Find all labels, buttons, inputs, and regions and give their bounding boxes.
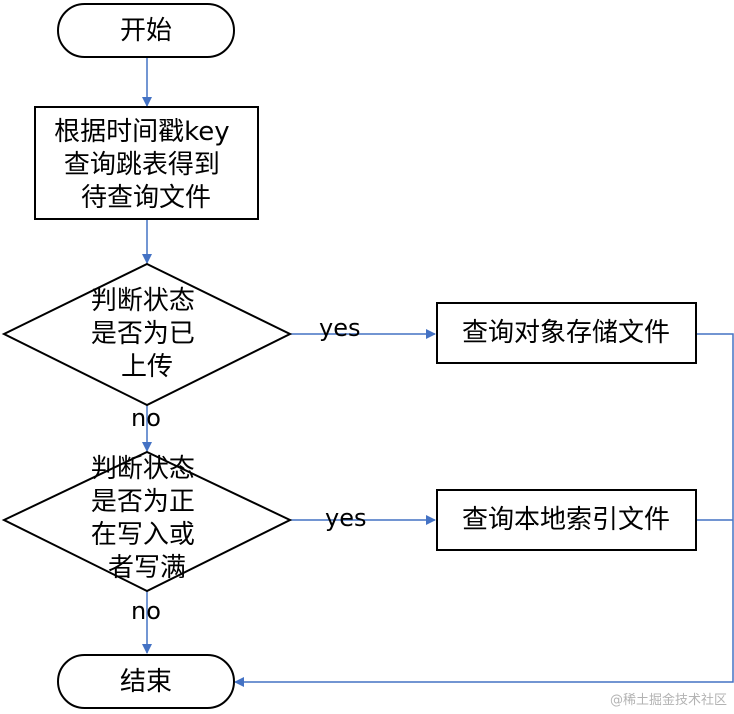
check-uploaded-line-3: 上传: [121, 352, 173, 382]
start-shape: [57, 3, 235, 58]
edge-label-yes-1: yes: [319, 314, 360, 342]
connectors: [142, 57, 734, 687]
lookup-label: 根据时间戳key 查询跳表得到 待查询文件: [54, 117, 238, 213]
lookup-label-line-1: 根据时间戳key: [54, 117, 230, 147]
check-uploaded-label: 判断状态 是否为已 上传: [91, 286, 203, 382]
end-shape: [57, 654, 235, 709]
edge-label-no-2: no: [131, 597, 161, 625]
check-uploaded-line-1: 判断状态: [91, 286, 195, 316]
check-writing-line-2: 是否为正: [91, 487, 195, 517]
query-object-storage-label: 查询对象存储文件: [462, 318, 670, 348]
check-writing-line-1: 判断状态: [91, 454, 195, 484]
start-node: 开始: [57, 3, 235, 58]
watermark: @稀土掘金技术社区: [610, 692, 727, 708]
lookup-node: 根据时间戳key 查询跳表得到 待查询文件: [34, 106, 259, 220]
edge-label-yes-2: yes: [325, 504, 366, 532]
end-node: 结束: [57, 654, 235, 709]
query-local-index-label: 查询本地索引文件: [462, 505, 670, 535]
check-uploaded-shape: [1, 262, 293, 407]
check-writing-label: 判断状态 是否为正 在写入或 者写满: [91, 454, 203, 583]
query-local-index-shape: [436, 489, 697, 551]
check-writing-shape: [1, 450, 293, 593]
lookup-shape: [34, 106, 259, 220]
check-writing-line-3: 在写入或: [91, 520, 195, 550]
lookup-label-line-3: 待查询文件: [81, 183, 211, 213]
query-local-index-node: 查询本地索引文件: [436, 489, 697, 551]
end-label: 结束: [120, 667, 172, 697]
start-label: 开始: [120, 16, 172, 46]
check-writing-node: 判断状态 是否为正 在写入或 者写满: [1, 450, 293, 593]
edge-label-no-1: no: [131, 404, 161, 432]
lookup-label-line-2: 查询跳表得到: [64, 150, 220, 180]
query-object-storage-shape: [436, 302, 697, 364]
check-writing-line-4: 者写满: [108, 553, 186, 583]
check-uploaded-line-2: 是否为已: [91, 319, 195, 349]
query-object-storage-node: 查询对象存储文件: [436, 302, 697, 364]
check-uploaded-node: 判断状态 是否为已 上传: [1, 262, 293, 407]
connector-object-storage-to-end: [234, 333, 734, 687]
